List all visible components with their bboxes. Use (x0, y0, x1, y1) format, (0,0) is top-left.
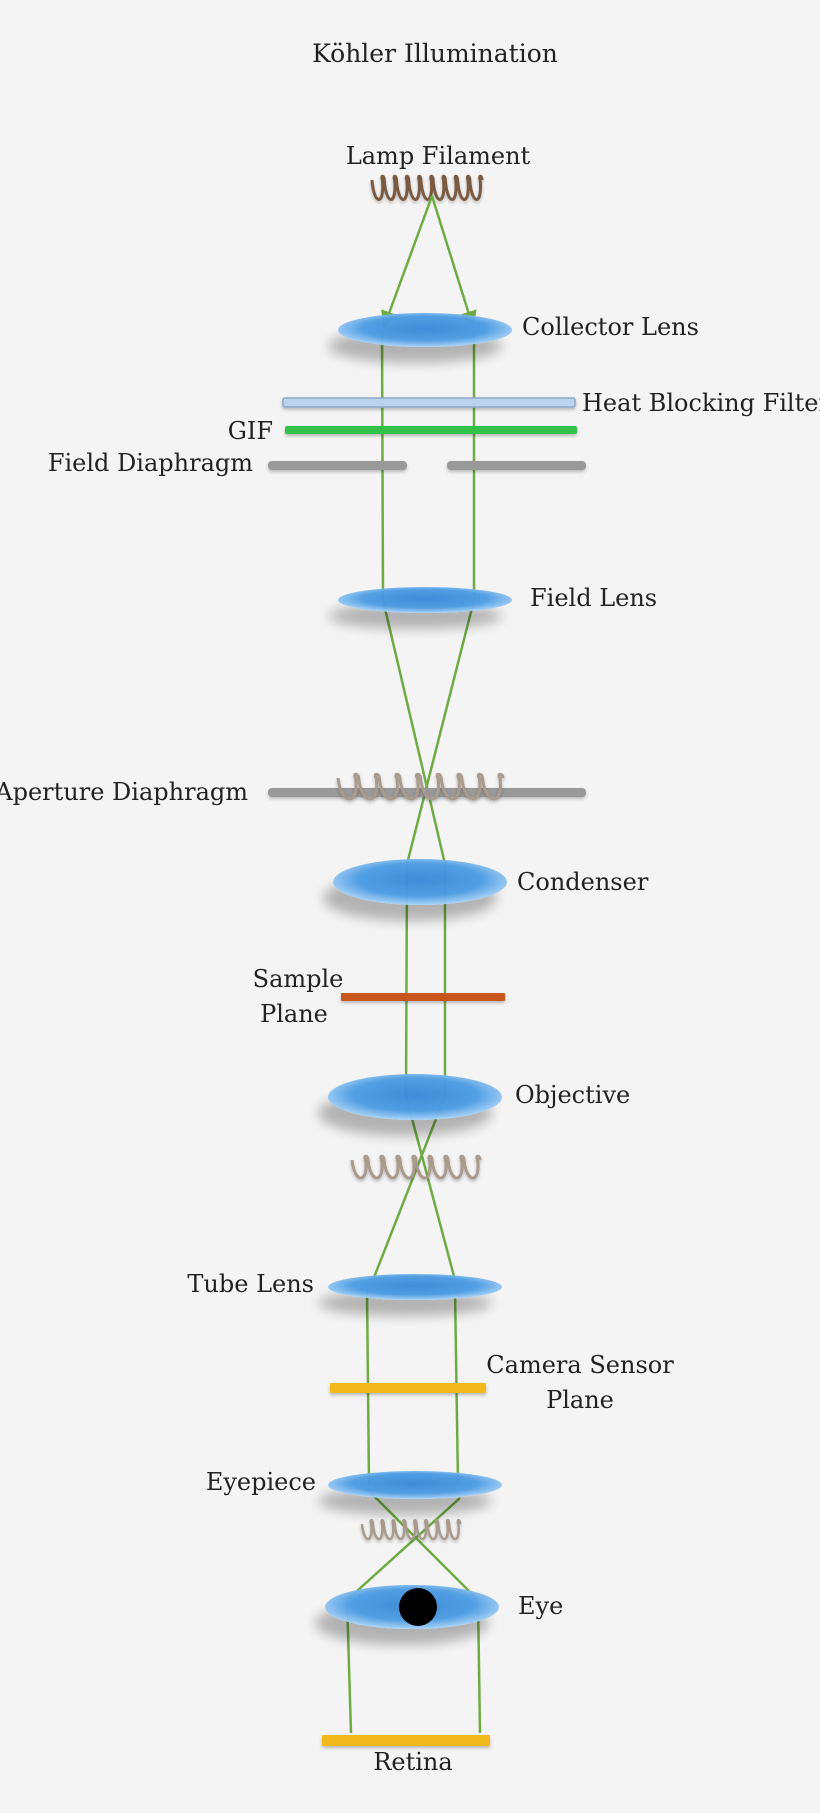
camera-sensor-label-line2: Plane (546, 1386, 614, 1414)
ray-eyepiece-eye-2 (346, 1497, 461, 1601)
eyepiece-label: Eyepiece (206, 1468, 316, 1496)
ray-eyepiece-eye-1 (365, 1487, 479, 1601)
condenser-label: Condenser (517, 868, 649, 896)
intermediate-filament-image (350, 1154, 482, 1180)
heat-blocking-filter-label: Heat Blocking Filter (582, 389, 820, 417)
ray-eye-retina-left (345, 1599, 353, 1734)
field-lens (338, 587, 512, 613)
heat-blocking-filter (282, 397, 576, 408)
sample-plane (341, 993, 505, 1001)
eye-label: Eye (518, 1592, 563, 1620)
ray-field-condenser-2 (405, 599, 476, 865)
field-diaphragm-left-blade (268, 461, 407, 470)
eyepiece-lens (328, 1471, 502, 1499)
collector-lens-label: Collector Lens (522, 313, 699, 341)
sample-plane-label-line1: Sample (253, 965, 344, 993)
aperture-filament-image (336, 772, 505, 801)
objective-lens (328, 1074, 502, 1120)
gif-filter (285, 426, 577, 434)
field-diaphragm-right-blade (447, 461, 586, 470)
aperture-diaphragm (268, 788, 586, 797)
diagram-title: Köhler Illumination (312, 39, 558, 68)
objective-label: Objective (515, 1081, 630, 1109)
field-lens-label: Field Lens (530, 584, 657, 612)
tube-lens-label: Tube Lens (187, 1270, 314, 1298)
camera-sensor-plane (330, 1383, 486, 1393)
tube-lens (328, 1274, 502, 1300)
lamp-filament-coil (370, 174, 484, 201)
eye-pupil (399, 1588, 437, 1626)
condenser-lens (333, 859, 507, 905)
ray-eye-retina-right (476, 1599, 482, 1734)
ray-objective-tube-1 (404, 1095, 457, 1281)
field-diaphragm-label: Field Diaphragm (48, 449, 253, 477)
camera-sensor-label-line1: Camera Sensor (486, 1351, 674, 1379)
retina (322, 1735, 490, 1746)
eyepiece-filament-image (360, 1519, 462, 1541)
aperture-diaphragm-label: Aperture Diaphragm (0, 778, 248, 806)
lamp-filament-label: Lamp Filament (346, 142, 531, 170)
ray-lamp-right (430, 195, 477, 329)
ray-objective-tube-2 (371, 1095, 447, 1281)
ray-field-condenser-1 (381, 599, 447, 865)
ray-lamp-left (381, 195, 434, 329)
sample-plane-label-line2: Plane (260, 1000, 328, 1028)
collector-lens (338, 313, 512, 347)
gif-label: GIF (228, 417, 273, 445)
retina-label: Retina (373, 1748, 452, 1776)
